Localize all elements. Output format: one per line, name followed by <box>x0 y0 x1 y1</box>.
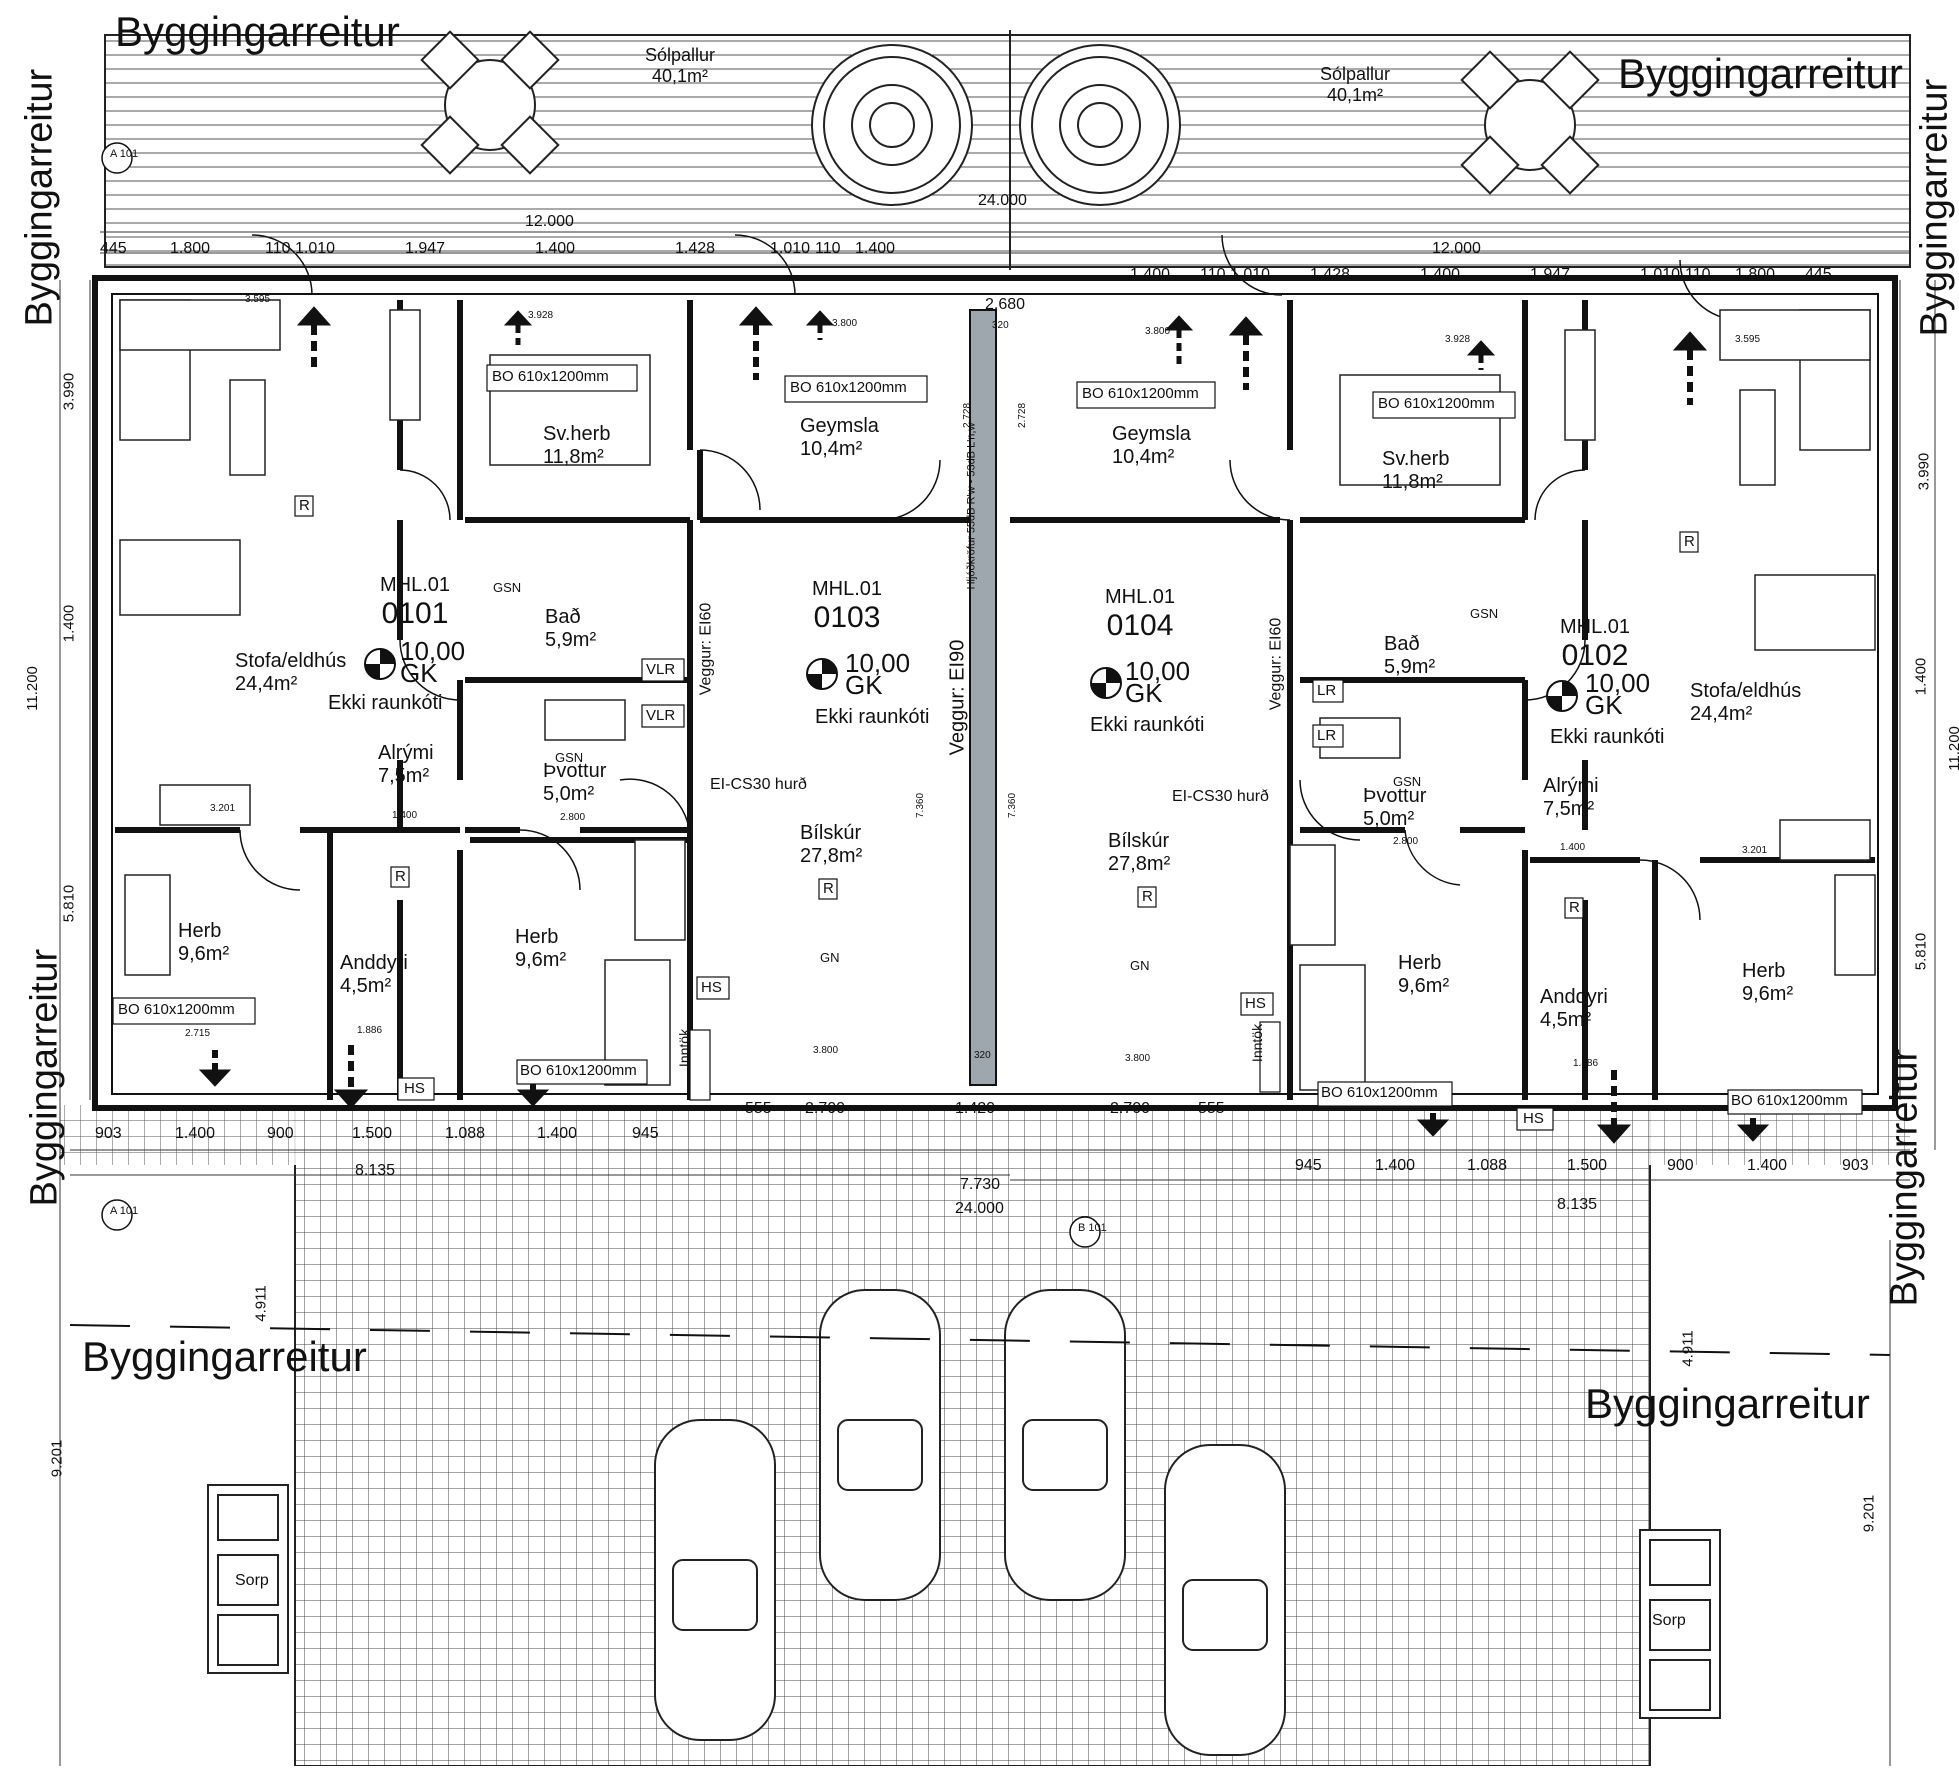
deck-area <box>104 34 1911 268</box>
walls-garage <box>697 450 1280 523</box>
entry-arrows <box>198 306 1770 1144</box>
driveway-strip <box>60 1105 1910 1165</box>
setback-lines <box>69 1324 1891 1356</box>
tag-boxes <box>112 364 1863 1131</box>
deck-furniture <box>420 30 1600 206</box>
firewall-ei90 <box>969 309 997 1086</box>
dimension-lines <box>59 231 1936 1766</box>
cars <box>654 1289 1286 1756</box>
section-markers <box>101 142 1101 1248</box>
paving-area <box>295 1105 1650 1766</box>
bins <box>207 1484 1721 1719</box>
elevation-markers <box>364 648 1578 712</box>
